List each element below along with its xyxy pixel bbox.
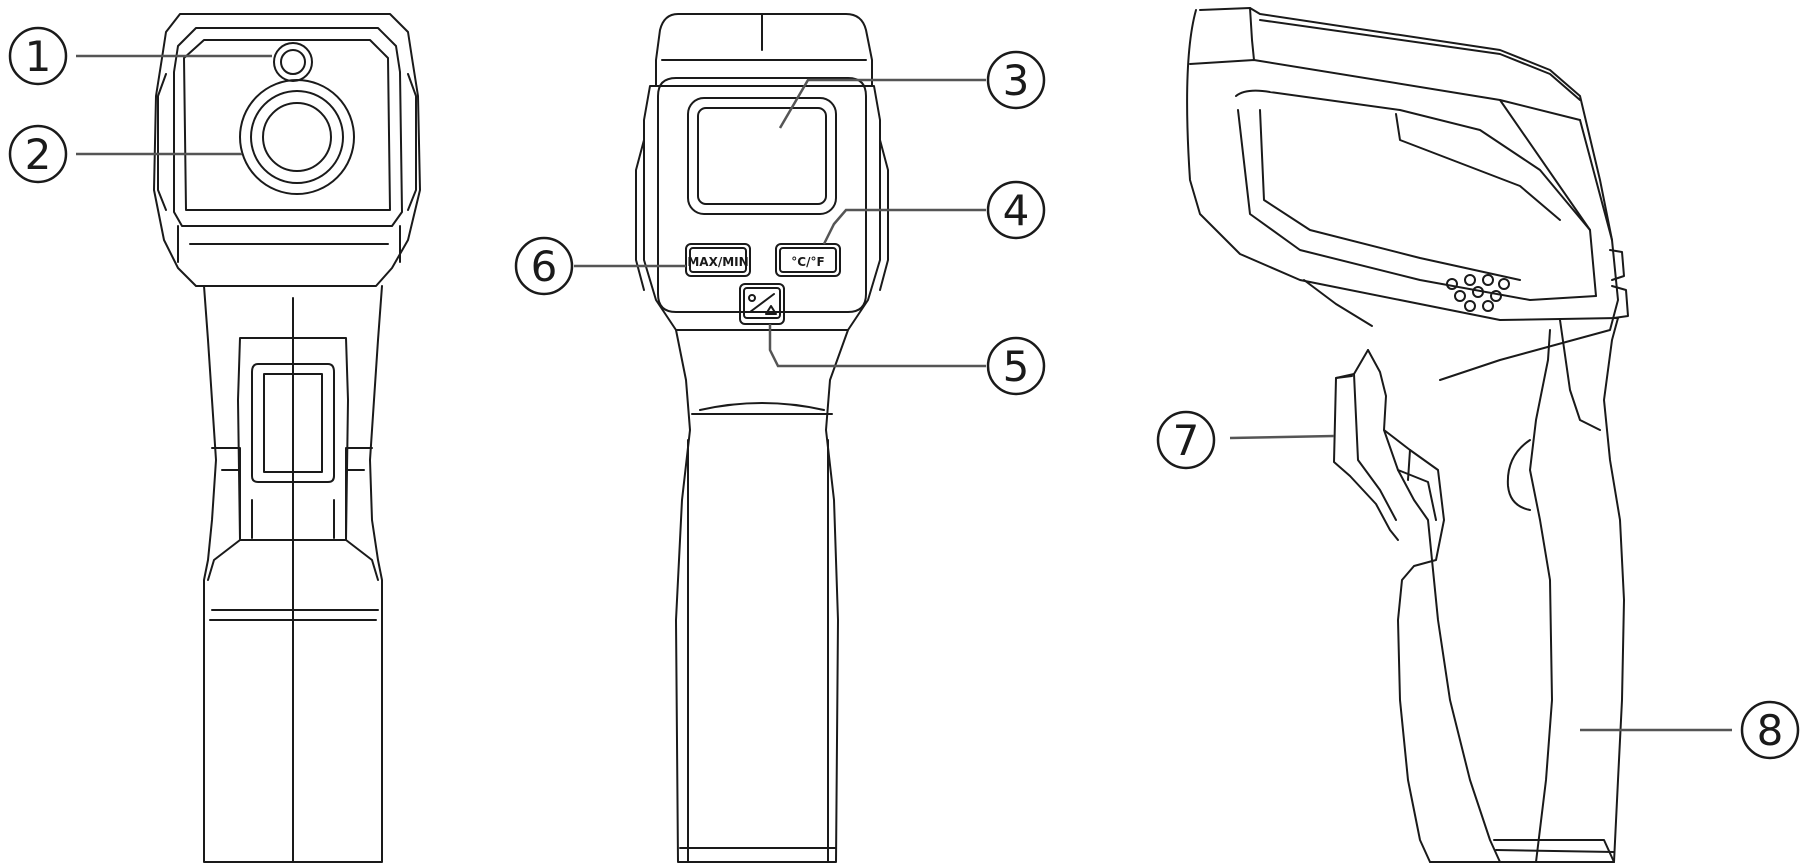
leader-lines bbox=[76, 54, 1732, 732]
svg-text:4: 4 bbox=[1003, 186, 1030, 235]
svg-text:2: 2 bbox=[25, 130, 52, 179]
laser-aperture bbox=[273, 42, 313, 82]
svg-text:8: 8 bbox=[1757, 706, 1784, 755]
side-view bbox=[1186, 7, 1629, 863]
svg-text:1: 1 bbox=[25, 32, 52, 81]
callout-1: 1 bbox=[8, 26, 68, 86]
max-min-label: MAX/MIN bbox=[687, 255, 748, 269]
callout-4: 4 bbox=[986, 180, 1046, 240]
rear-view: MAX/MIN °C/°F bbox=[635, 13, 889, 863]
callout-6: 6 bbox=[514, 236, 574, 296]
max-min-button[interactable] bbox=[685, 243, 751, 277]
callout-7: 7 bbox=[1156, 410, 1216, 470]
svg-text:3: 3 bbox=[1003, 56, 1030, 105]
svg-text:5: 5 bbox=[1003, 342, 1030, 391]
trigger[interactable] bbox=[1333, 349, 1399, 541]
front-view bbox=[153, 13, 421, 863]
callout-2: 2 bbox=[8, 124, 68, 184]
callout-8: 8 bbox=[1740, 700, 1800, 760]
lcd-display bbox=[687, 97, 837, 215]
svg-text:7: 7 bbox=[1173, 416, 1200, 465]
unit-button[interactable] bbox=[775, 243, 841, 277]
callout-3: 3 bbox=[986, 50, 1046, 110]
unit-label: °C/°F bbox=[791, 255, 824, 269]
svg-text:6: 6 bbox=[531, 242, 558, 291]
ir-sensor-lens bbox=[239, 79, 355, 195]
callout-5: 5 bbox=[986, 336, 1046, 396]
speaker-grille bbox=[1446, 274, 1510, 312]
backlight-laser-button[interactable] bbox=[739, 283, 785, 325]
